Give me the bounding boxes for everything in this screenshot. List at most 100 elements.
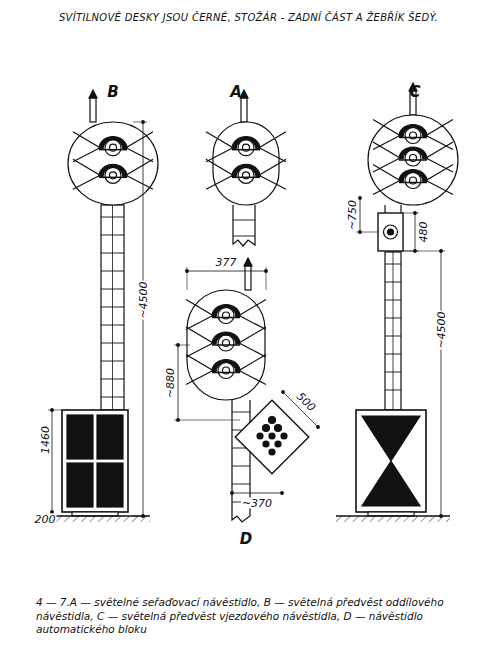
- drawing-stroke: [133, 122, 147, 123]
- lamp-wing: [186, 327, 266, 357]
- drawing-stroke: [233, 220, 255, 221]
- target: [384, 225, 398, 239]
- lamp-lens: [405, 128, 421, 144]
- sign-dot: [257, 433, 263, 439]
- signal-board: [213, 122, 279, 205]
- target-box: [378, 213, 403, 251]
- lamp-hood: [212, 332, 240, 344]
- lamp-lens: [218, 308, 234, 324]
- dim-tick: [231, 492, 234, 495]
- dimension-label: 377: [215, 257, 238, 268]
- base-window: [67, 463, 93, 507]
- base-window: [97, 415, 123, 459]
- lamp-hood: [232, 137, 260, 149]
- drawing-stroke: [403, 213, 419, 214]
- lamp-wing: [206, 159, 286, 189]
- drawing-stroke: [101, 235, 124, 236]
- block-sign: [235, 400, 309, 474]
- drawing-stroke: [101, 217, 124, 218]
- dimension-label: 200: [34, 514, 57, 525]
- dimension-label: ~880: [165, 367, 176, 399]
- lamp-hood: [212, 305, 240, 317]
- lamp-hood: [99, 164, 127, 176]
- dimension-label: ~750: [347, 199, 358, 231]
- base-cross: [362, 416, 420, 506]
- drawing-stroke: [393, 252, 394, 410]
- drawing-stroke: [101, 397, 124, 398]
- finial: [245, 266, 251, 290]
- drawing-stroke: [356, 232, 378, 233]
- sign-dot: [275, 425, 282, 432]
- lamp-lens: [238, 140, 254, 156]
- drawing-stroke: [101, 271, 124, 272]
- dim-tick: [440, 515, 443, 518]
- ground: [40, 516, 150, 522]
- drawing-stroke: [266, 267, 267, 290]
- drawing-stroke: [385, 336, 401, 337]
- drawing-stroke: [232, 412, 250, 413]
- drawing-stroke: [232, 493, 282, 494]
- drawing-stroke: [101, 361, 124, 362]
- sign-dot: [263, 441, 269, 447]
- dimension-label: ~4500: [436, 310, 447, 349]
- lamp-lens: [105, 167, 121, 183]
- dimension-label: 480: [418, 221, 429, 244]
- drawing-stroke: [385, 300, 401, 301]
- drawing-stroke: [415, 213, 416, 251]
- drawing-stroke: [101, 343, 124, 344]
- drawing-stroke: [133, 516, 147, 517]
- drawing-stroke: [101, 289, 124, 290]
- dim-tick: [359, 197, 362, 200]
- drawing-stroke: [101, 379, 124, 380]
- drawing-stroke: [40, 515, 150, 516]
- ground: [336, 516, 450, 522]
- base-window: [97, 463, 123, 507]
- drawing-stroke: [385, 318, 401, 319]
- dimension-label: 1460: [40, 425, 51, 455]
- lamp-wing: [373, 165, 453, 195]
- drawing-stroke: [384, 205, 385, 213]
- mast: [385, 252, 401, 410]
- heading: SVÍTILNOVÉ DESKY JSOU ČERNÉ, STOŽÁR - ZA…: [30, 12, 467, 23]
- drawing-stroke: [101, 325, 124, 326]
- figure-letter: B: [107, 85, 118, 100]
- sign-dot: [281, 433, 287, 439]
- dim-tick: [317, 426, 320, 429]
- drawing-stroke: [399, 137, 427, 139]
- lamp-lens: [405, 173, 421, 189]
- drawing-stroke: [52, 410, 53, 512]
- drawing-stroke: [174, 420, 240, 421]
- dim-tick: [282, 391, 285, 394]
- drawing-stroke: [360, 198, 361, 232]
- drawing-stroke: [385, 390, 401, 391]
- drawing-stroke: [232, 149, 260, 151]
- drawing-stroke: [399, 159, 427, 161]
- lamp-hood: [399, 125, 427, 137]
- sign-dot: [269, 449, 275, 455]
- lamp-lens: [218, 335, 234, 351]
- lamp-wing: [373, 142, 453, 172]
- drawing-stroke: [174, 345, 190, 346]
- drawing-stroke: [385, 282, 401, 283]
- finial: [90, 98, 96, 122]
- lamp-wing: [206, 132, 286, 162]
- base: [62, 410, 128, 512]
- lamp-hood: [399, 170, 427, 182]
- finial: [241, 98, 247, 122]
- sign-dot: [269, 417, 276, 424]
- drawing-stroke: [385, 354, 401, 355]
- drawing-stroke: [212, 344, 240, 346]
- sign-dot: [275, 441, 281, 447]
- drawing-stroke: [101, 253, 124, 254]
- lamp-lens: [218, 363, 234, 379]
- drawing-stroke: [232, 466, 250, 467]
- drawing-stroke: [48, 410, 62, 411]
- dim-tick: [281, 492, 284, 495]
- lamp-wing: [186, 355, 266, 385]
- lamp-wing: [373, 120, 453, 150]
- lamp-wing: [73, 132, 153, 162]
- base-window: [67, 415, 93, 459]
- lamp-hood: [99, 137, 127, 149]
